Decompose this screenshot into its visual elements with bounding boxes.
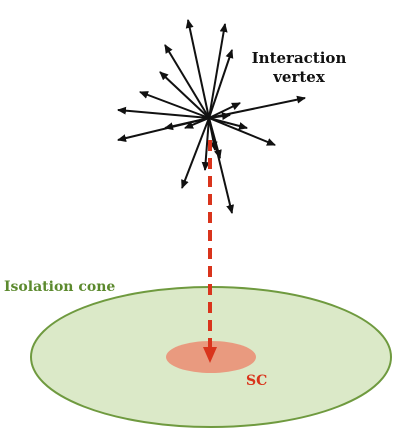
track-arrow	[185, 19, 210, 119]
track-arrow	[117, 106, 210, 119]
track-arrow	[208, 23, 228, 119]
track-arrow	[164, 44, 210, 119]
track-arrow	[159, 71, 210, 119]
track-arrow	[208, 112, 231, 121]
track-arrow	[181, 117, 210, 189]
track-arrow	[208, 117, 276, 146]
vertex-label-line2: vertex	[272, 68, 326, 86]
track-arrows	[117, 19, 306, 214]
vertex-label-line1: Interaction	[252, 49, 347, 67]
sc-label: SC	[246, 373, 267, 389]
track-arrow	[139, 91, 210, 119]
track-arrow	[164, 117, 210, 131]
track-arrow	[208, 49, 234, 119]
track-arrow	[208, 102, 241, 119]
track-arrow	[208, 117, 248, 130]
isolation-cone-label: Isolation cone	[4, 279, 115, 295]
track-arrow	[201, 117, 210, 171]
track-arrow	[208, 117, 218, 151]
